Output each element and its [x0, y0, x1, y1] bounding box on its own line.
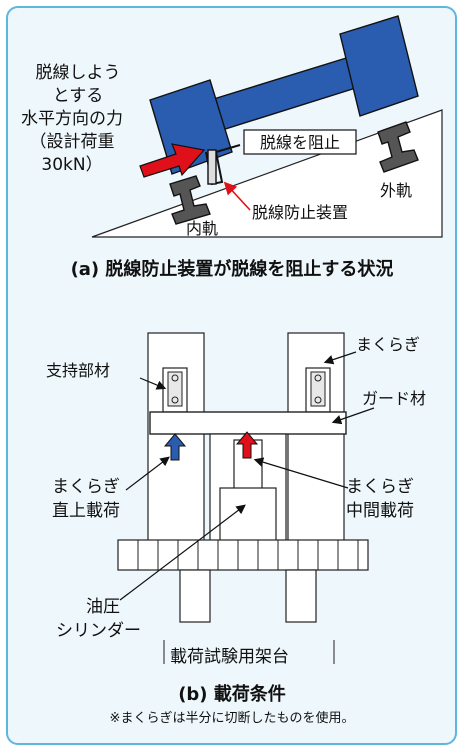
sleeper-label: まくらぎ [356, 335, 420, 354]
cylinder-line-1: 油圧 [86, 597, 120, 617]
load-middle-line-2: 中間載荷 [346, 501, 414, 521]
force-label-line-5: 30kN） [41, 155, 102, 175]
leg-left [179, 569, 211, 623]
force-label: 脱線しよう とする 水平方向の力 （設計荷重 30kN） [21, 63, 123, 175]
force-label-line-4: （設計荷重 [30, 132, 115, 152]
support-label: 支持部材 [46, 361, 110, 380]
leader-guard [331, 407, 375, 425]
frame-label: 載荷試験用架台 [170, 647, 289, 667]
panel-frame [6, 6, 457, 745]
load-arrow-red [235, 431, 259, 459]
guard-label: ガード材 [362, 389, 426, 408]
base-frame-grid [137, 540, 359, 570]
load-direct-line-2: 直上載荷 [52, 501, 120, 521]
caption-b: (b) 載荷条件 [178, 683, 286, 705]
force-label-line-3: 水平方向の力 [21, 109, 123, 129]
bolt-left-top [171, 374, 179, 382]
inner-rail-label: 内軌 [186, 219, 218, 238]
leg-right [285, 569, 317, 623]
stop-label: 脱線を阻止 [260, 133, 340, 152]
support-left-plate [167, 371, 183, 407]
bolt-left-bottom [171, 396, 179, 404]
inner-rail [169, 175, 211, 225]
leader-load-middle [253, 457, 349, 489]
wheel-right [339, 15, 419, 117]
support-right-plate [310, 371, 326, 407]
outer-rail [377, 121, 419, 173]
force-label-line-1: 脱線しよう [36, 63, 121, 83]
outer-rail-label: 外軌 [380, 181, 412, 200]
force-arrow [139, 143, 206, 178]
note: ※まくらぎは半分に切断したものを使用。 [110, 710, 355, 726]
guard-plate [207, 149, 217, 185]
load-middle-line-1: まくらぎ [346, 477, 414, 497]
device-leader [223, 181, 251, 211]
leader-support [139, 377, 167, 390]
caption-a: (a) 脱線防止装置が脱線を阻止する状況 [71, 258, 394, 280]
bolt-right-top [314, 374, 322, 382]
cylinder-line-2: シリンダー [56, 621, 141, 641]
leader-cylinder [119, 504, 246, 601]
diagram-b [117, 332, 375, 664]
bolt-right-bottom [314, 396, 322, 404]
cylinder-body [219, 487, 277, 545]
diagram-a: 脱線を阻止 脱線防止装置 外軌 内軌 脱線しよう とする 水平方向の力 （設計荷… [21, 15, 443, 238]
base-frame [117, 539, 369, 571]
stop-label-box [243, 129, 357, 155]
sleeper-right [287, 332, 345, 546]
load-direct-line-1: まくらぎ [52, 477, 120, 497]
force-label-line-2: とする [53, 86, 104, 106]
leader-load-direct [125, 456, 170, 491]
guard-member [149, 411, 347, 435]
leader-sleeper [323, 351, 357, 365]
device-label: 脱線防止装置 [252, 203, 348, 222]
load-arrow-blue [163, 433, 187, 461]
